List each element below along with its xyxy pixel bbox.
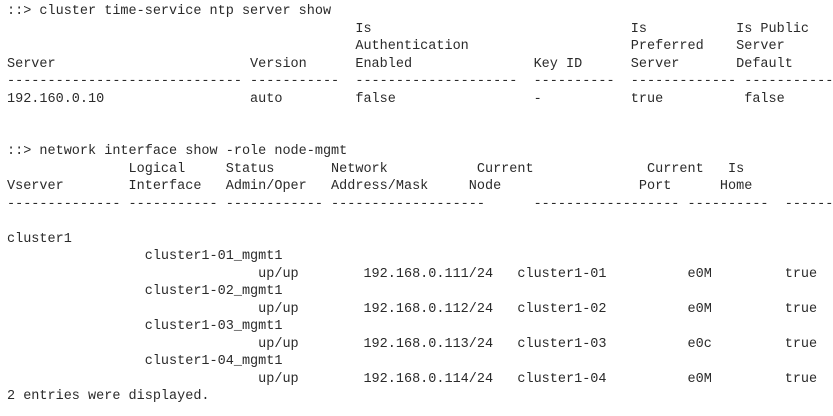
terminal-lines: ::> cluster time-service ntp server show… bbox=[7, 3, 833, 406]
lif-vserver-row: cluster1 bbox=[7, 231, 72, 247]
lif-name-row-1: cluster1-01_mgmt1 bbox=[7, 249, 283, 264]
ntp-table-header-line-2: Authentication Preferred Server bbox=[7, 39, 785, 54]
ntp-table-header-line-3: Server Version Enabled Key ID Server Def… bbox=[7, 56, 793, 72]
lif-table-separator: -------------- ----------- ------------ … bbox=[7, 196, 833, 212]
command-network-interface-show: ::> network interface show -role node-mg… bbox=[7, 144, 348, 159]
blank-line bbox=[7, 108, 833, 126]
ntp-table-separator: ----------------------------- ----------… bbox=[7, 74, 833, 89]
command-ntp-server-show: ::> cluster time-service ntp server show bbox=[7, 4, 332, 19]
lif-detail-row-4: up/up 192.168.0.114/24 cluster1-04 e0M t… bbox=[7, 371, 818, 387]
blank-line bbox=[7, 126, 833, 144]
lif-name-row-3: cluster1-03_mgmt1 bbox=[7, 319, 283, 334]
lif-table-header-line-1: Logical Status Network Current Current I… bbox=[7, 161, 745, 177]
lif-name-row-4: cluster1-04_mgmt1 bbox=[7, 354, 283, 369]
lif-name-row-2: cluster1-02_mgmt1 bbox=[7, 284, 283, 299]
lif-detail-row-2: up/up 192.168.0.112/24 cluster1-02 e0M t… bbox=[7, 301, 818, 317]
blank-line bbox=[7, 213, 833, 231]
lif-detail-row-1: up/up 192.168.0.111/24 cluster1-01 e0M t… bbox=[7, 266, 818, 282]
lif-detail-row-3: up/up 192.168.0.113/24 cluster1-03 e0c t… bbox=[7, 336, 818, 352]
ntp-table-row: 192.160.0.10 auto false - true false bbox=[7, 91, 785, 107]
ntp-table-header-line-1: Is Is Is Public bbox=[7, 21, 810, 37]
lif-table-header-line-2: Vserver Interface Admin/Oper Address/Mas… bbox=[7, 179, 753, 194]
entries-displayed-footer: 2 entries were displayed. bbox=[7, 389, 210, 404]
